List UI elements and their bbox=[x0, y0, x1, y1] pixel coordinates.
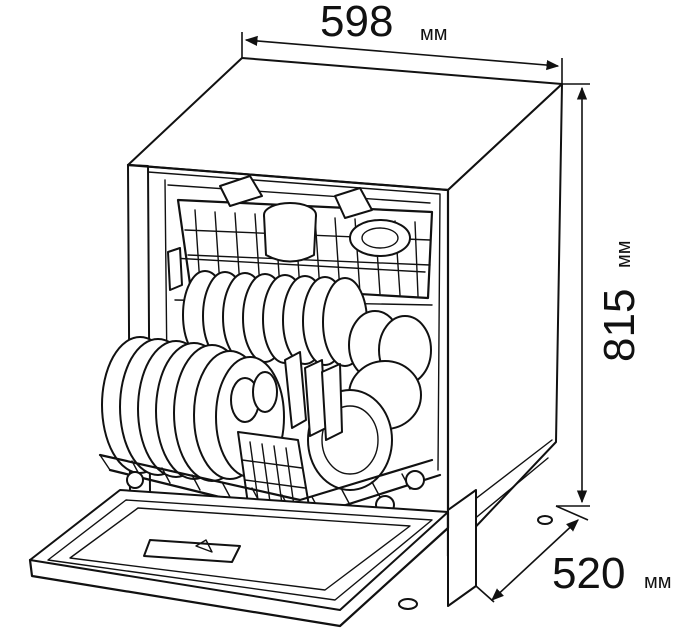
detergent-dispenser bbox=[143, 539, 241, 563]
width-unit: мм bbox=[420, 23, 448, 45]
height-unit: мм bbox=[613, 241, 635, 269]
foot-right bbox=[537, 515, 553, 525]
width-value: 598 bbox=[320, 0, 393, 46]
plinth-block bbox=[447, 489, 477, 607]
dimension-height: 815 мм bbox=[556, 83, 644, 507]
foot-front bbox=[398, 598, 418, 610]
upper-cups bbox=[219, 175, 411, 263]
dimension-width: 598 мм bbox=[241, 0, 563, 84]
lower-basket bbox=[98, 336, 442, 520]
basket-handle bbox=[167, 247, 183, 291]
open-door bbox=[28, 489, 450, 628]
height-value: 815 bbox=[595, 289, 644, 362]
depth-value: 520 bbox=[552, 549, 625, 598]
cutlery-basket bbox=[230, 351, 343, 513]
upper-basket bbox=[167, 175, 434, 300]
depth-unit: мм bbox=[644, 571, 672, 593]
cabinet-front-frame bbox=[126, 163, 450, 558]
dimension-depth: 520 мм bbox=[475, 505, 672, 603]
